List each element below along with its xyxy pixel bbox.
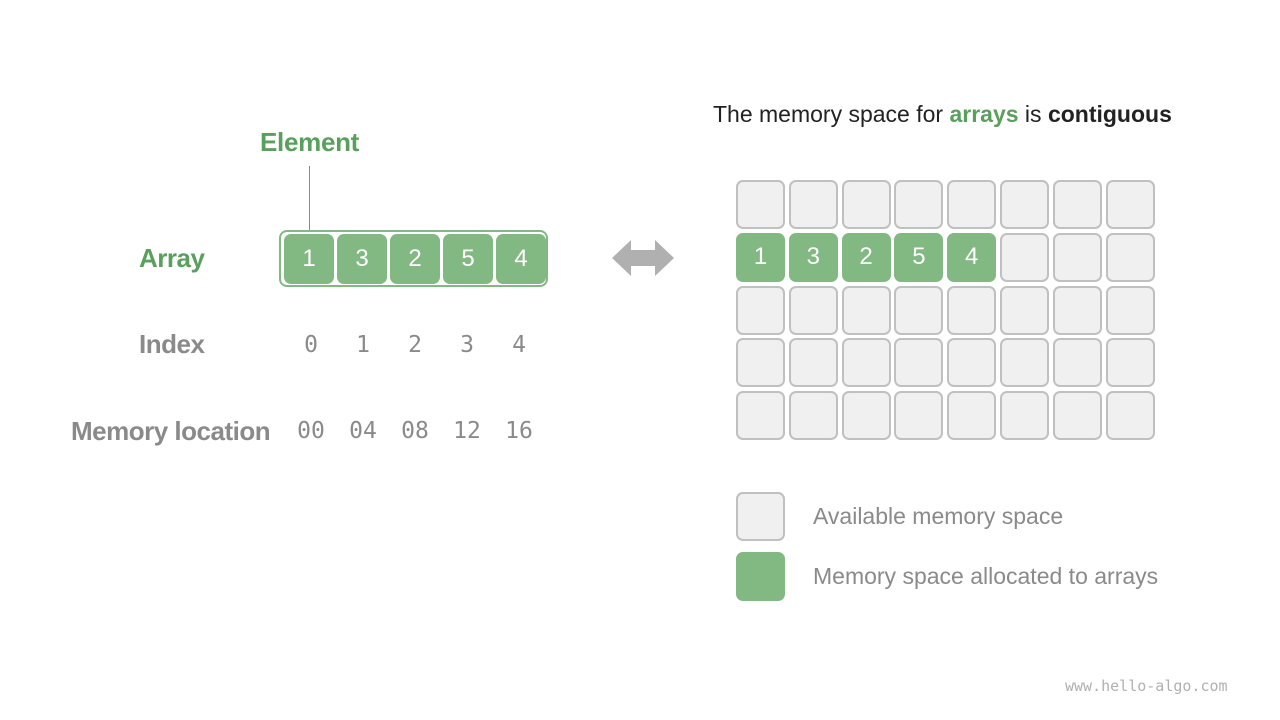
legend-allocated-swatch: [736, 552, 785, 601]
memory-location-value: 04: [349, 418, 377, 444]
available-memory-cell: [1052, 285, 1102, 335]
double-arrow-icon: [612, 240, 674, 276]
array-cell: 1: [284, 234, 334, 284]
allocated-memory-cell: 3: [788, 232, 838, 282]
available-memory-cell: [736, 285, 785, 335]
index-value: 1: [356, 332, 370, 358]
available-memory-cell: [841, 338, 891, 388]
available-memory-cell: [947, 180, 997, 229]
array-label: Array: [139, 243, 205, 273]
element-pointer-line: [309, 166, 310, 232]
available-memory-cell: [1105, 180, 1155, 229]
available-memory-cell: [894, 180, 944, 229]
available-memory-cell: [947, 285, 997, 335]
allocated-memory-cell: 5: [894, 232, 944, 282]
title-highlight-arrays: arrays: [949, 101, 1019, 127]
legend-available-text: Available memory space: [813, 503, 1064, 529]
memory-location-value: 00: [297, 418, 325, 444]
title-text: The memory space for: [713, 101, 950, 127]
available-memory-cell: [1000, 338, 1049, 388]
available-memory-cell: [1000, 391, 1049, 441]
index-value: 2: [408, 332, 422, 358]
available-memory-cell: [841, 180, 891, 229]
available-memory-cell: [1105, 338, 1155, 388]
available-memory-cell: [1105, 391, 1155, 441]
available-memory-cell: [1052, 391, 1102, 441]
available-memory-cell: [947, 338, 997, 388]
element-label: Element: [260, 127, 360, 157]
available-memory-cell: [1052, 180, 1102, 229]
available-memory-cell: [736, 338, 785, 388]
available-memory-cell: [894, 338, 944, 388]
available-memory-cell: [1052, 232, 1102, 282]
array-cell: 5: [443, 234, 493, 284]
available-memory-cell: [736, 391, 785, 441]
available-memory-cell: [788, 285, 838, 335]
array-cell: 3: [337, 234, 387, 284]
available-memory-cell: [1000, 180, 1049, 229]
watermark: www.hello-algo.com: [1065, 677, 1228, 695]
legend-allocated-text: Memory space allocated to arrays: [813, 563, 1159, 589]
title-highlight-contiguous: contiguous: [1047, 101, 1172, 127]
title-text-is: is: [1018, 101, 1048, 127]
available-memory-cell: [894, 285, 944, 335]
legend-available-swatch: [736, 492, 785, 541]
array-cell: 2: [390, 234, 440, 284]
available-memory-cell: [788, 180, 838, 229]
available-memory-cell: [1105, 232, 1155, 282]
available-memory-cell: [841, 285, 891, 335]
available-memory-cell: [1052, 338, 1102, 388]
memory-title: The memory space for arrays is contiguou…: [713, 101, 1172, 128]
memory-location-value: 08: [401, 418, 429, 444]
index-value: 0: [304, 332, 318, 358]
available-memory-cell: [841, 391, 891, 441]
available-memory-cell: [736, 180, 785, 229]
array-cell: 4: [496, 234, 546, 284]
array-frame: [279, 230, 548, 287]
index-value: 4: [512, 332, 526, 358]
available-memory-cell: [1000, 285, 1049, 335]
allocated-memory-cell: 4: [947, 232, 997, 282]
memory-location-value: 12: [453, 418, 481, 444]
allocated-memory-cell: 1: [736, 232, 785, 282]
index-label: Index: [139, 329, 205, 359]
memory-location-label: Memory location: [71, 416, 271, 446]
available-memory-cell: [894, 391, 944, 441]
available-memory-cell: [788, 391, 838, 441]
available-memory-cell: [947, 391, 997, 441]
index-value: 3: [460, 332, 474, 358]
allocated-memory-cell: 2: [841, 232, 891, 282]
available-memory-cell: [1000, 232, 1049, 282]
memory-location-value: 16: [505, 418, 533, 444]
available-memory-cell: [788, 338, 838, 388]
available-memory-cell: [1105, 285, 1155, 335]
